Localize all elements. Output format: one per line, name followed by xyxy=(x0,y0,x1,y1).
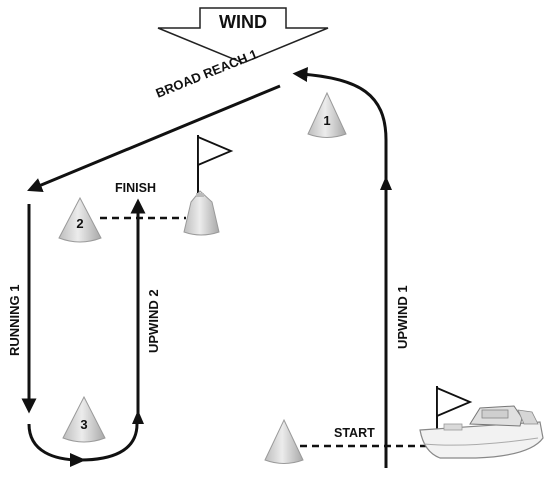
upwind-1-label: UPWIND 1 xyxy=(395,285,410,349)
finish-flag-icon xyxy=(197,135,234,167)
mark-1-number: 1 xyxy=(323,113,330,128)
mark-3-number: 3 xyxy=(80,417,87,432)
wind-arrow: WIND xyxy=(157,7,329,64)
mark-1-buoy: 1 xyxy=(307,91,347,138)
upwind-2-low-arrow xyxy=(132,410,144,424)
finish-label: FINISH xyxy=(115,181,156,195)
upwind-1-leg xyxy=(292,67,388,468)
broad-reach-leg xyxy=(27,84,281,193)
rounding-arrow xyxy=(70,453,86,467)
upwind-1-mid-arrow xyxy=(380,176,392,190)
finish-flag-buoy xyxy=(183,135,234,236)
running-label: RUNNING 1 xyxy=(7,284,22,356)
broad-reach-label: BROAD REACH 1 xyxy=(154,46,260,100)
mark-2-number: 2 xyxy=(76,216,83,231)
wind-label: WIND xyxy=(219,12,267,32)
mark-2-buoy: 2 xyxy=(58,196,102,243)
start-pin-buoy xyxy=(264,418,304,464)
boat-flag-icon xyxy=(436,386,473,418)
start-label: START xyxy=(334,426,375,440)
mark-3-buoy: 3 xyxy=(62,395,106,443)
committee-boat xyxy=(419,386,544,459)
upwind-2-label: UPWIND 2 xyxy=(146,289,161,353)
